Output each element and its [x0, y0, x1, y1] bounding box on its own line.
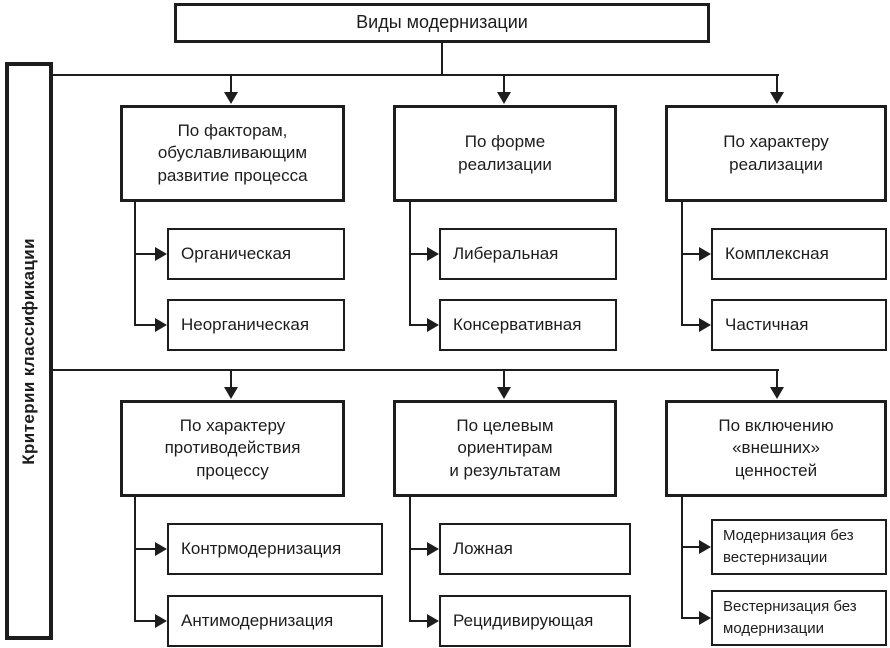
type-box-antimodernization: Антимодернизация [167, 595, 383, 647]
row2-col1-arrow-down-icon [224, 387, 238, 399]
row1-col1-child1-arrow-right-icon [155, 247, 167, 261]
row2-col1-stem [230, 370, 232, 388]
criteria-sidebar-label: Критерии классификации [18, 237, 38, 465]
row1-col1-child-trunk [134, 202, 136, 326]
row1-col1-arrow-down-icon [224, 92, 238, 104]
row2-col2-arrow-down-icon [497, 387, 511, 399]
row2-col1-child1-arrow-right-icon [155, 542, 167, 556]
row1-col3-arrow-down-icon [770, 92, 784, 104]
category-box-counteraction: По характеру противодействия процессу [120, 400, 345, 497]
row2-col2-stem [503, 370, 505, 388]
row2-col1-child2-line [134, 620, 156, 622]
row1-col3-child-trunk [681, 202, 683, 326]
row1-col3-child2-line [681, 324, 700, 326]
category-box-form: По форме реализации [393, 105, 617, 202]
row2-col3-arrow-down-icon [770, 387, 784, 399]
row1-col1-child2-line [134, 324, 156, 326]
row1-col3-stem [776, 75, 778, 93]
row2-col3-child2-arrow-right-icon [699, 611, 711, 625]
row2-col2-child1-arrow-right-icon [427, 542, 439, 556]
row1-col2-child1-line [409, 253, 428, 255]
type-box-complex: Комплексная [711, 228, 887, 280]
row1-col1-child1-line [134, 253, 156, 255]
title-stem-line [441, 43, 443, 75]
type-box-inorganic: Неорганическая [167, 299, 345, 351]
type-box-conservative: Консервативная [439, 299, 617, 351]
row2-col3-stem [776, 370, 778, 388]
type-box-organic: Органическая [167, 228, 345, 280]
branch-line-row2 [53, 369, 779, 371]
row2-col3-child1-line [681, 546, 700, 548]
row1-col2-stem [503, 75, 505, 93]
row1-col2-child1-arrow-right-icon [427, 247, 439, 261]
type-box-recurrent: Рецидивирующая [439, 595, 631, 647]
row2-col1-child-trunk [134, 497, 136, 622]
row2-col3-child-trunk [681, 497, 683, 619]
category-box-external-values: По включению «внешних» ценностей [665, 400, 887, 497]
type-box-modernization-without-westernization: Модернизация без вестернизации [711, 519, 887, 575]
row1-col3-child1-arrow-right-icon [699, 247, 711, 261]
row1-col2-child-trunk [409, 202, 411, 326]
row1-col3-child2-arrow-right-icon [699, 318, 711, 332]
category-box-targets: По целевым ориентирам и результатам [393, 400, 617, 497]
row2-col2-child1-line [409, 548, 428, 550]
type-box-westernization-without-modernization: Вестернизация без модернизации [711, 590, 887, 646]
row2-col2-child2-arrow-right-icon [427, 614, 439, 628]
row2-col1-child1-line [134, 548, 156, 550]
row2-col3-child1-arrow-right-icon [699, 540, 711, 554]
category-box-factors: По факторам, обуславливающим развитие пр… [120, 105, 345, 202]
title-box: Виды модернизации [174, 3, 710, 43]
row1-col2-child2-line [409, 324, 428, 326]
row1-col2-arrow-down-icon [497, 92, 511, 104]
row1-col1-stem [230, 75, 232, 93]
row2-col2-child-trunk [409, 497, 411, 622]
row1-col3-child1-line [681, 253, 700, 255]
criteria-sidebar-box: Критерии классификации [5, 62, 53, 640]
row2-col3-child2-line [681, 617, 700, 619]
type-box-countermodernization: Контрмодернизация [167, 523, 383, 575]
row1-col1-child2-arrow-right-icon [155, 318, 167, 332]
category-box-character: По характеру реализации [665, 105, 887, 202]
row1-col2-child2-arrow-right-icon [427, 318, 439, 332]
branch-line-row1 [53, 74, 779, 76]
row2-col1-child2-arrow-right-icon [155, 614, 167, 628]
type-box-false: Ложная [439, 523, 631, 575]
row2-col2-child2-line [409, 620, 428, 622]
type-box-partial: Частичная [711, 299, 887, 351]
type-box-liberal: Либеральная [439, 228, 617, 280]
